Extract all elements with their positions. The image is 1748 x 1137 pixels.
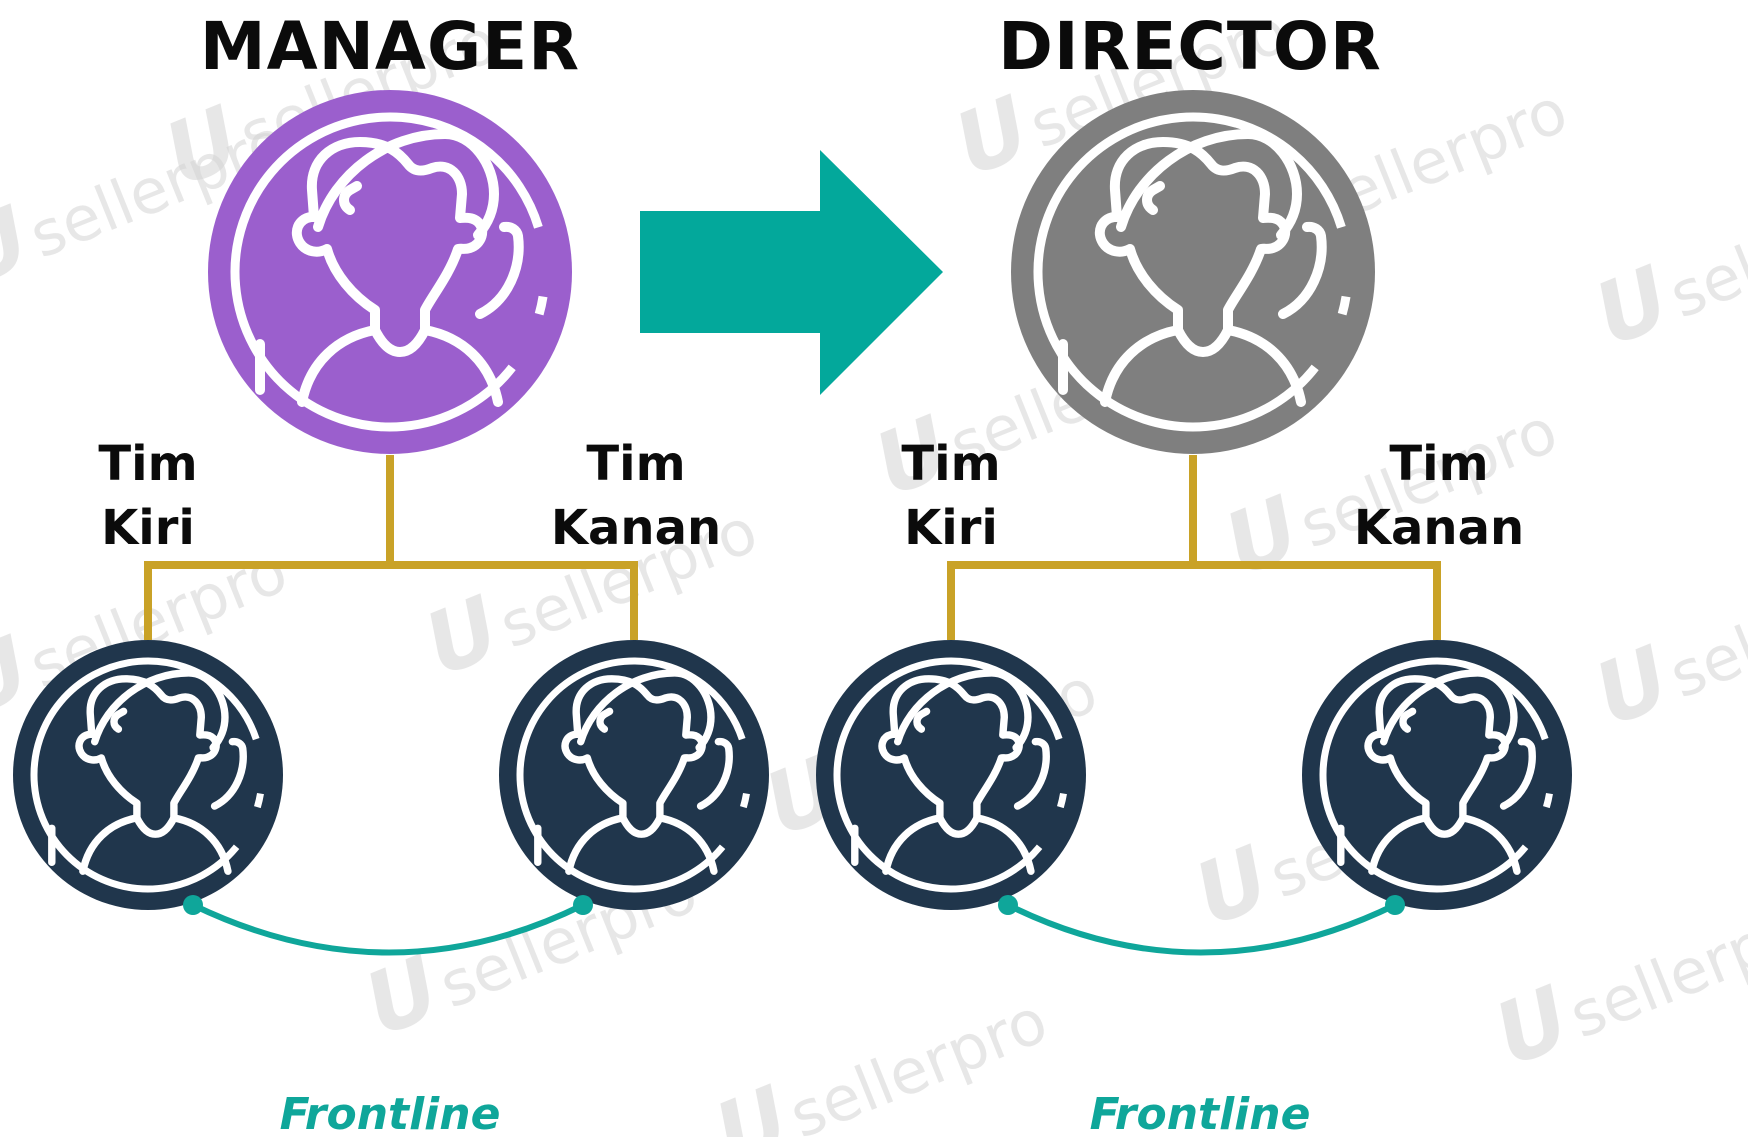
frontline-link bbox=[191, 902, 585, 956]
team-label-kiri: Tim Kiri bbox=[98, 436, 198, 556]
link-node bbox=[1385, 895, 1405, 915]
director-title: DIRECTOR bbox=[998, 8, 1382, 85]
person-icon bbox=[816, 640, 1086, 910]
person-icon bbox=[208, 90, 572, 454]
link-node bbox=[573, 895, 593, 915]
frontline-link bbox=[1006, 902, 1397, 956]
director-tree bbox=[816, 90, 1572, 956]
person-icon bbox=[1011, 90, 1375, 454]
team-label-kiri: Tim Kiri bbox=[901, 436, 1001, 556]
person-icon bbox=[499, 640, 769, 910]
manager-title: MANAGER bbox=[199, 8, 581, 85]
link-node bbox=[998, 895, 1018, 915]
person-icon bbox=[13, 640, 283, 910]
connector-line bbox=[947, 561, 1441, 640]
link-node bbox=[183, 895, 203, 915]
person-icon bbox=[1302, 640, 1572, 910]
team-label-kanan: Tim Kanan bbox=[1353, 436, 1525, 556]
frontline-label: Frontline bbox=[1089, 1089, 1311, 1137]
arrow-right-icon bbox=[640, 150, 943, 395]
frontline-label: Frontline bbox=[279, 1089, 501, 1137]
connector-line bbox=[144, 561, 638, 640]
team-label-kanan: Tim Kanan bbox=[550, 436, 722, 556]
manager-tree bbox=[13, 90, 769, 956]
